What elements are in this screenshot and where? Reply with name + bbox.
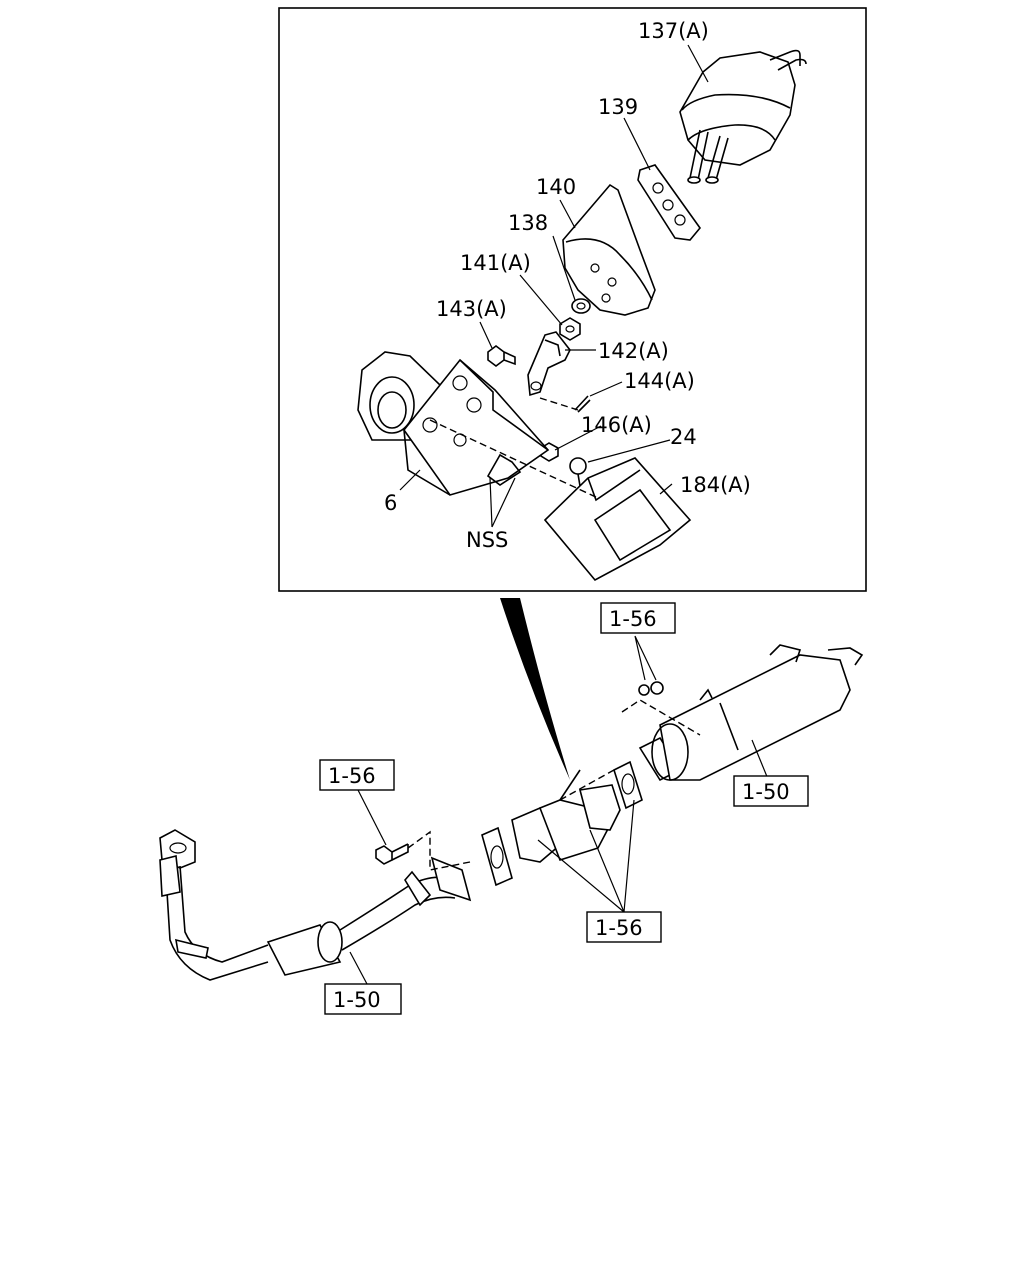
ref-top-text: 1-56 bbox=[609, 607, 657, 631]
muffler-part bbox=[638, 644, 864, 782]
ref-box-left-pipe: 1-50 bbox=[324, 983, 402, 1015]
label-141: 141(A) bbox=[460, 251, 531, 275]
gasket-139-part bbox=[637, 164, 702, 241]
label-144: 144(A) bbox=[624, 369, 695, 393]
ref-bottom-text: 1-56 bbox=[595, 916, 643, 940]
label-146: 146(A) bbox=[581, 413, 652, 437]
exhaust-brake-assembly-part bbox=[511, 769, 621, 863]
label-137: 137(A) bbox=[638, 19, 709, 43]
actuator-canister-part bbox=[679, 49, 807, 184]
ref-box-top: 1-56 bbox=[600, 602, 676, 634]
gasket-main-left-part bbox=[481, 826, 513, 887]
heat-shield-184-part bbox=[543, 457, 692, 582]
front-exhaust-pipe-part bbox=[159, 829, 472, 981]
nut-141-part bbox=[559, 317, 581, 341]
ref-left-text: 1-56 bbox=[328, 764, 376, 788]
label-24: 24 bbox=[670, 425, 697, 449]
label-184: 184(A) bbox=[680, 473, 751, 497]
lever-link-142-part bbox=[527, 331, 571, 397]
bolt-143-part bbox=[487, 345, 516, 367]
label-nss: NSS bbox=[466, 528, 508, 552]
ref-right-text: 1-50 bbox=[742, 780, 790, 804]
ref-box-right: 1-50 bbox=[733, 775, 809, 807]
pin-144-part bbox=[574, 395, 591, 413]
ref-box-bottom: 1-56 bbox=[586, 911, 662, 943]
bracket-140-part bbox=[562, 183, 656, 316]
valve-body-6-part bbox=[357, 351, 550, 496]
label-138: 138 bbox=[508, 211, 548, 235]
bolt-24-part bbox=[569, 457, 587, 487]
ref-left-pipe-text: 1-50 bbox=[333, 988, 381, 1012]
ref-box-left: 1-56 bbox=[319, 759, 395, 791]
nut-138-part bbox=[571, 298, 591, 314]
label-143: 143(A) bbox=[436, 297, 507, 321]
callout-pointer bbox=[500, 598, 570, 780]
label-139: 139 bbox=[598, 95, 638, 119]
gasket-main-right-part bbox=[613, 760, 643, 810]
label-6: 6 bbox=[384, 491, 397, 515]
bolt-left-part bbox=[375, 843, 409, 865]
label-140: 140 bbox=[536, 175, 576, 199]
label-142: 142(A) bbox=[598, 339, 669, 363]
